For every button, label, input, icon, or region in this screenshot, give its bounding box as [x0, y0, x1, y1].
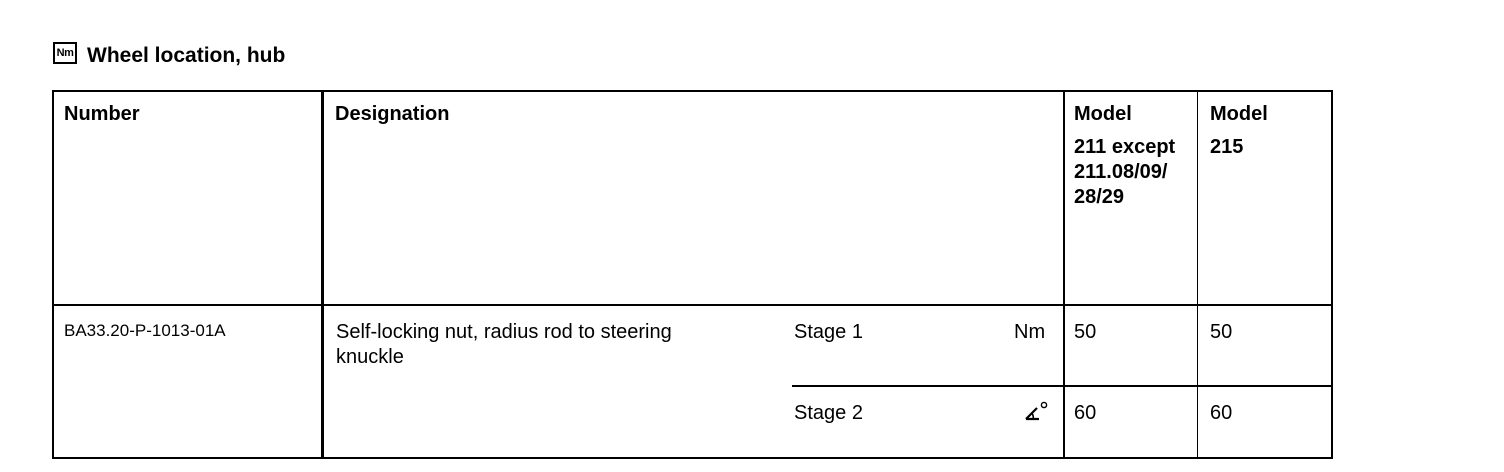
stage-1-model-1-value: 50 — [1074, 321, 1097, 343]
header-model-1-label: Model — [1074, 103, 1132, 125]
section-title: Wheel location, hub — [87, 44, 286, 67]
column-divider — [321, 92, 324, 457]
angle-degree-icon — [1025, 401, 1048, 421]
torque-table: Number Designation Model 211 except 211.… — [52, 90, 1333, 459]
stage-1-model-2-value: 50 — [1210, 321, 1233, 343]
header-model-1-value: 211 except 211.08/09/ 28/29 — [1074, 136, 1176, 208]
row-designation: Self-locking nut, radius rod to steering… — [336, 321, 672, 368]
header-designation: Designation — [335, 103, 450, 125]
nm-torque-icon: Nm — [53, 42, 77, 64]
header-model-2-value: 215 — [1210, 136, 1244, 158]
column-divider — [1063, 92, 1065, 457]
stage-2-model-1-value: 60 — [1074, 402, 1097, 424]
stage-2-model-2-value: 60 — [1210, 402, 1233, 424]
row-number: BA33.20-P-1013-01A — [64, 321, 226, 340]
header-number: Number — [64, 103, 140, 125]
column-divider — [1197, 92, 1198, 457]
stage-divider — [792, 385, 1331, 387]
stage-1-label: Stage 1 — [794, 321, 863, 343]
stage-1-unit: Nm — [1014, 321, 1046, 343]
header-divider — [54, 304, 1331, 306]
stage-2-label: Stage 2 — [794, 402, 863, 424]
section-heading: Nm Wheel location, hub — [53, 41, 285, 71]
header-model-2-label: Model — [1210, 103, 1268, 125]
